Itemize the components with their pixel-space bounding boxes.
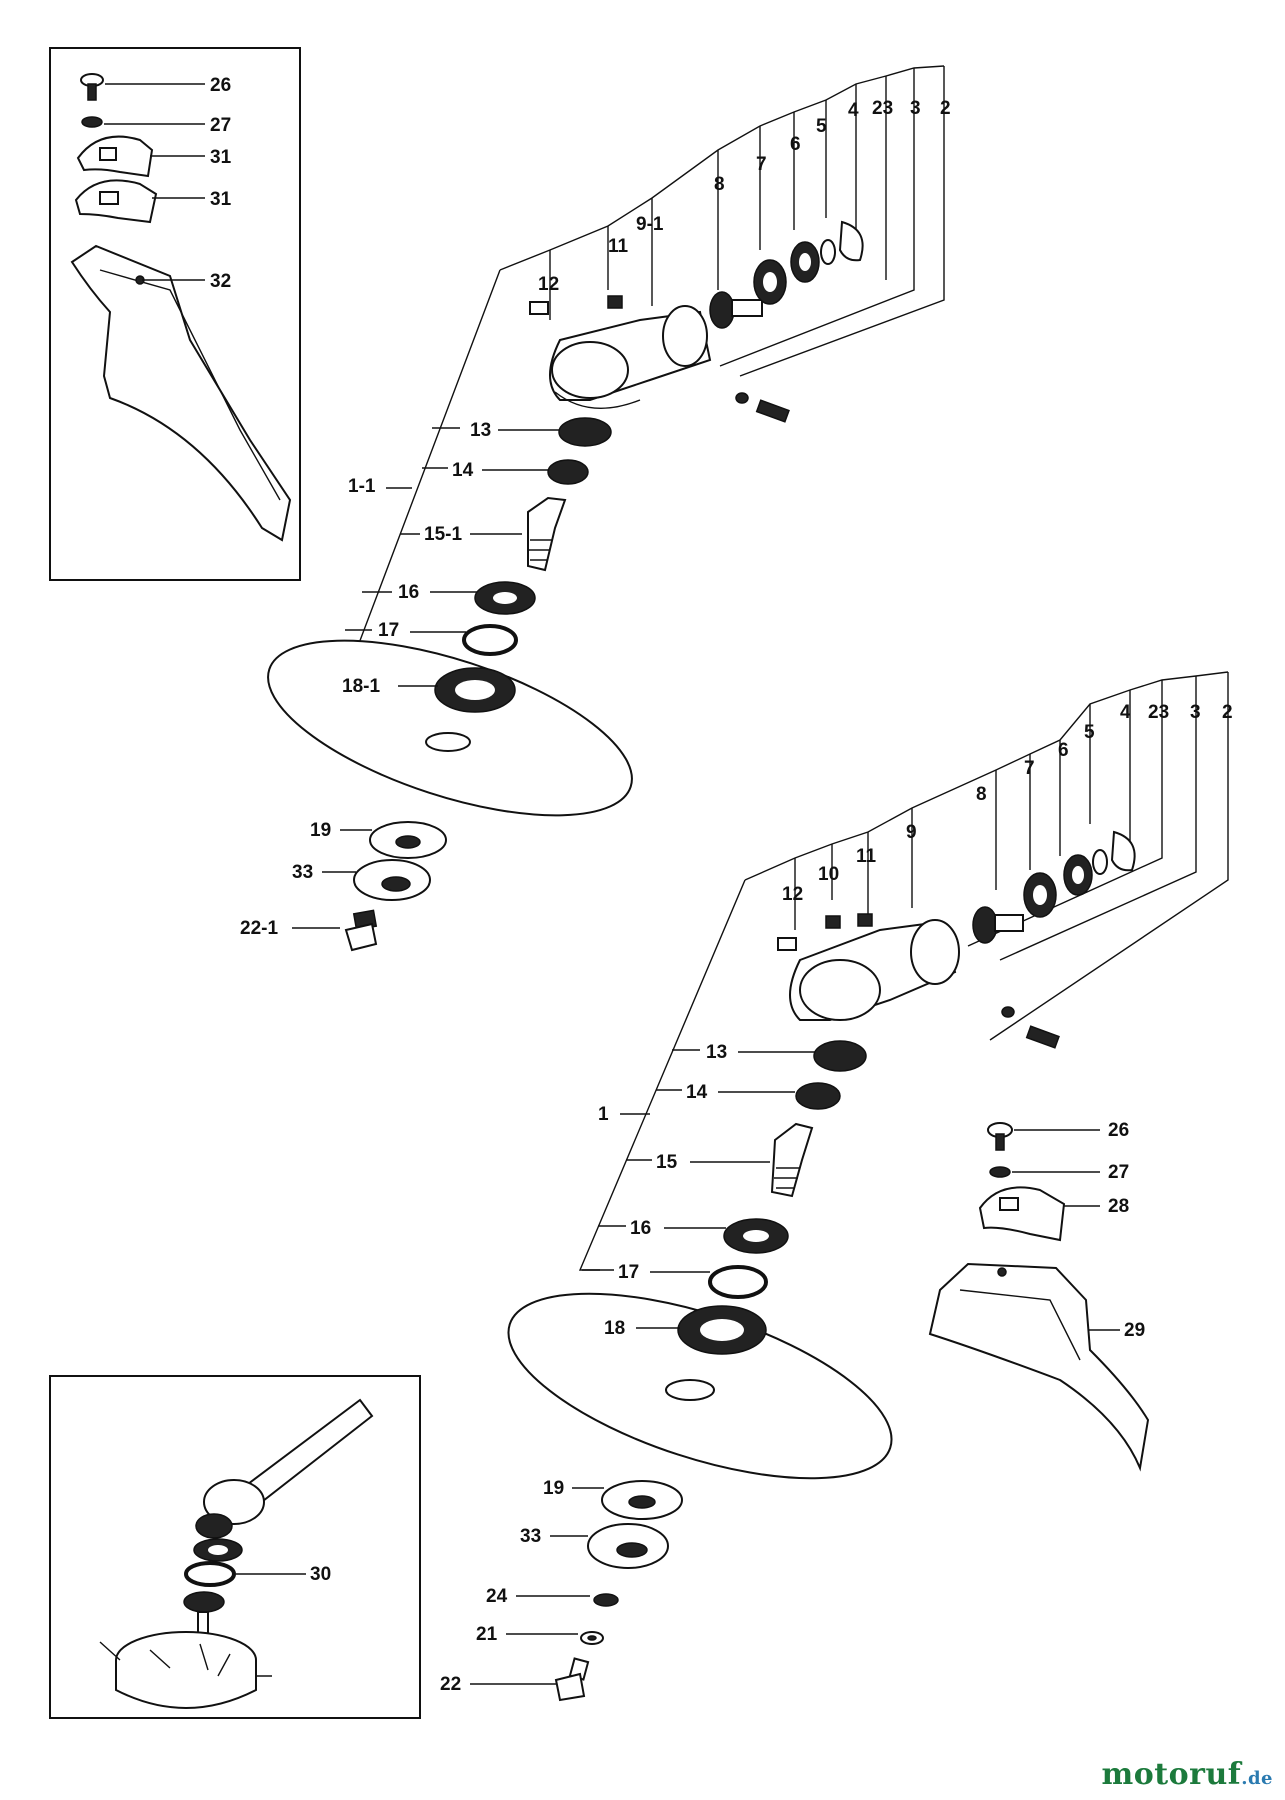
label-7: 7 bbox=[756, 154, 767, 175]
label-29: 29 bbox=[1124, 1320, 1145, 1341]
label-31b: 31 bbox=[210, 189, 232, 210]
label-24: 24 bbox=[486, 1586, 508, 1607]
label-30: 30 bbox=[310, 1564, 331, 1585]
label-19: 19 bbox=[310, 820, 331, 841]
label-26: 26 bbox=[210, 75, 231, 96]
label-8: 8 bbox=[714, 174, 725, 195]
upper-assembly: 12 11 9-1 8 7 6 5 4 23 3 2 bbox=[240, 65, 951, 952]
ring-17-icon bbox=[462, 624, 518, 656]
bolt-22-icon bbox=[554, 1657, 590, 1702]
shaft-icon bbox=[770, 1122, 814, 1198]
screw-icon bbox=[80, 73, 104, 101]
label-11b: 11 bbox=[856, 846, 877, 867]
label-22: 22 bbox=[440, 1674, 461, 1695]
washer-icon bbox=[81, 116, 103, 128]
lower-assembly: 12 10 11 9 8 7 6 5 4 23 3 2 bbox=[440, 671, 1233, 1702]
label-28: 28 bbox=[1108, 1196, 1129, 1217]
gear-head-icon bbox=[549, 305, 712, 410]
label-32: 32 bbox=[210, 271, 231, 292]
label-18: 18 bbox=[604, 1318, 625, 1339]
top-left-inset: 26 27 31 31 32 bbox=[49, 47, 301, 581]
label-13b: 13 bbox=[706, 1042, 727, 1063]
label-12b: 12 bbox=[782, 884, 803, 905]
label-2: 2 bbox=[940, 98, 951, 119]
clamp-lower-icon bbox=[74, 179, 158, 224]
label-11: 11 bbox=[608, 236, 629, 257]
label-33b: 33 bbox=[520, 1526, 541, 1547]
label-27b: 27 bbox=[1108, 1162, 1129, 1183]
bearing-13-icon bbox=[558, 417, 612, 447]
bottom-left-inset: 30 bbox=[49, 1375, 421, 1719]
label-17: 17 bbox=[378, 620, 399, 641]
label-17b: 17 bbox=[618, 1262, 639, 1283]
label-27: 27 bbox=[210, 115, 231, 136]
label-7b: 7 bbox=[1024, 758, 1035, 779]
label-16: 16 bbox=[398, 582, 419, 603]
label-31a: 31 bbox=[210, 147, 232, 168]
bearing-icon bbox=[753, 220, 864, 305]
seal-14-icon bbox=[547, 459, 589, 485]
ring-17b-icon bbox=[708, 1265, 768, 1299]
shaft-icon bbox=[527, 496, 567, 572]
label-9-1: 9-1 bbox=[636, 214, 664, 235]
blade-disc-icon bbox=[267, 639, 633, 817]
guard-assembly: 26 27 28 29 bbox=[928, 1120, 1150, 1472]
label-13: 13 bbox=[470, 420, 491, 441]
clamp-upper-icon bbox=[76, 135, 154, 178]
guard-29-icon bbox=[928, 1262, 1150, 1472]
bearing-13b-icon bbox=[813, 1040, 867, 1072]
label-3b: 3 bbox=[1190, 702, 1201, 723]
label-5: 5 bbox=[816, 116, 827, 137]
bearing-icon bbox=[1023, 830, 1136, 918]
bevel-gear-icon bbox=[972, 906, 1024, 944]
label-8b: 8 bbox=[976, 784, 987, 805]
label-1-1: 1-1 bbox=[348, 476, 376, 497]
label-22-1: 22-1 bbox=[240, 918, 278, 939]
label-18-1: 18-1 bbox=[342, 676, 380, 697]
label-26b: 26 bbox=[1108, 1120, 1129, 1141]
washer-27-icon bbox=[989, 1166, 1011, 1178]
label-6b: 6 bbox=[1058, 740, 1069, 761]
bevel-gear-icon bbox=[709, 291, 763, 329]
label-19b: 19 bbox=[543, 1478, 564, 1499]
nut-22-1-icon bbox=[344, 909, 378, 952]
label-15-1: 15-1 bbox=[424, 524, 462, 545]
watermark-brand: motoruf.de bbox=[1101, 1757, 1273, 1792]
label-4b: 4 bbox=[1120, 702, 1131, 723]
seal-14b-icon bbox=[795, 1082, 841, 1110]
label-3: 3 bbox=[910, 98, 921, 119]
label-14: 14 bbox=[452, 460, 474, 481]
label-16b: 16 bbox=[630, 1218, 651, 1239]
label-21: 21 bbox=[476, 1624, 498, 1645]
label-1: 1 bbox=[598, 1104, 609, 1125]
label-4: 4 bbox=[848, 100, 859, 121]
clamp-28-icon bbox=[978, 1186, 1066, 1242]
label-15: 15 bbox=[656, 1152, 678, 1173]
label-5b: 5 bbox=[1084, 722, 1095, 743]
label-9: 9 bbox=[906, 822, 917, 843]
bolt-icon bbox=[529, 295, 790, 423]
label-12: 12 bbox=[538, 274, 559, 295]
washer-24-icon bbox=[593, 1593, 619, 1607]
label-23: 23 bbox=[872, 98, 893, 119]
label-6: 6 bbox=[790, 134, 801, 155]
washer-30-icon bbox=[184, 1561, 236, 1587]
guard-icon bbox=[70, 244, 292, 542]
bolt-icon bbox=[777, 913, 1060, 1049]
label-2b: 2 bbox=[1222, 702, 1233, 723]
label-14b: 14 bbox=[686, 1082, 708, 1103]
label-23b: 23 bbox=[1148, 702, 1169, 723]
label-10: 10 bbox=[818, 864, 839, 885]
trimmer-head-icon bbox=[99, 1631, 272, 1709]
label-33: 33 bbox=[292, 862, 313, 883]
gear-head-icon bbox=[789, 919, 960, 1021]
